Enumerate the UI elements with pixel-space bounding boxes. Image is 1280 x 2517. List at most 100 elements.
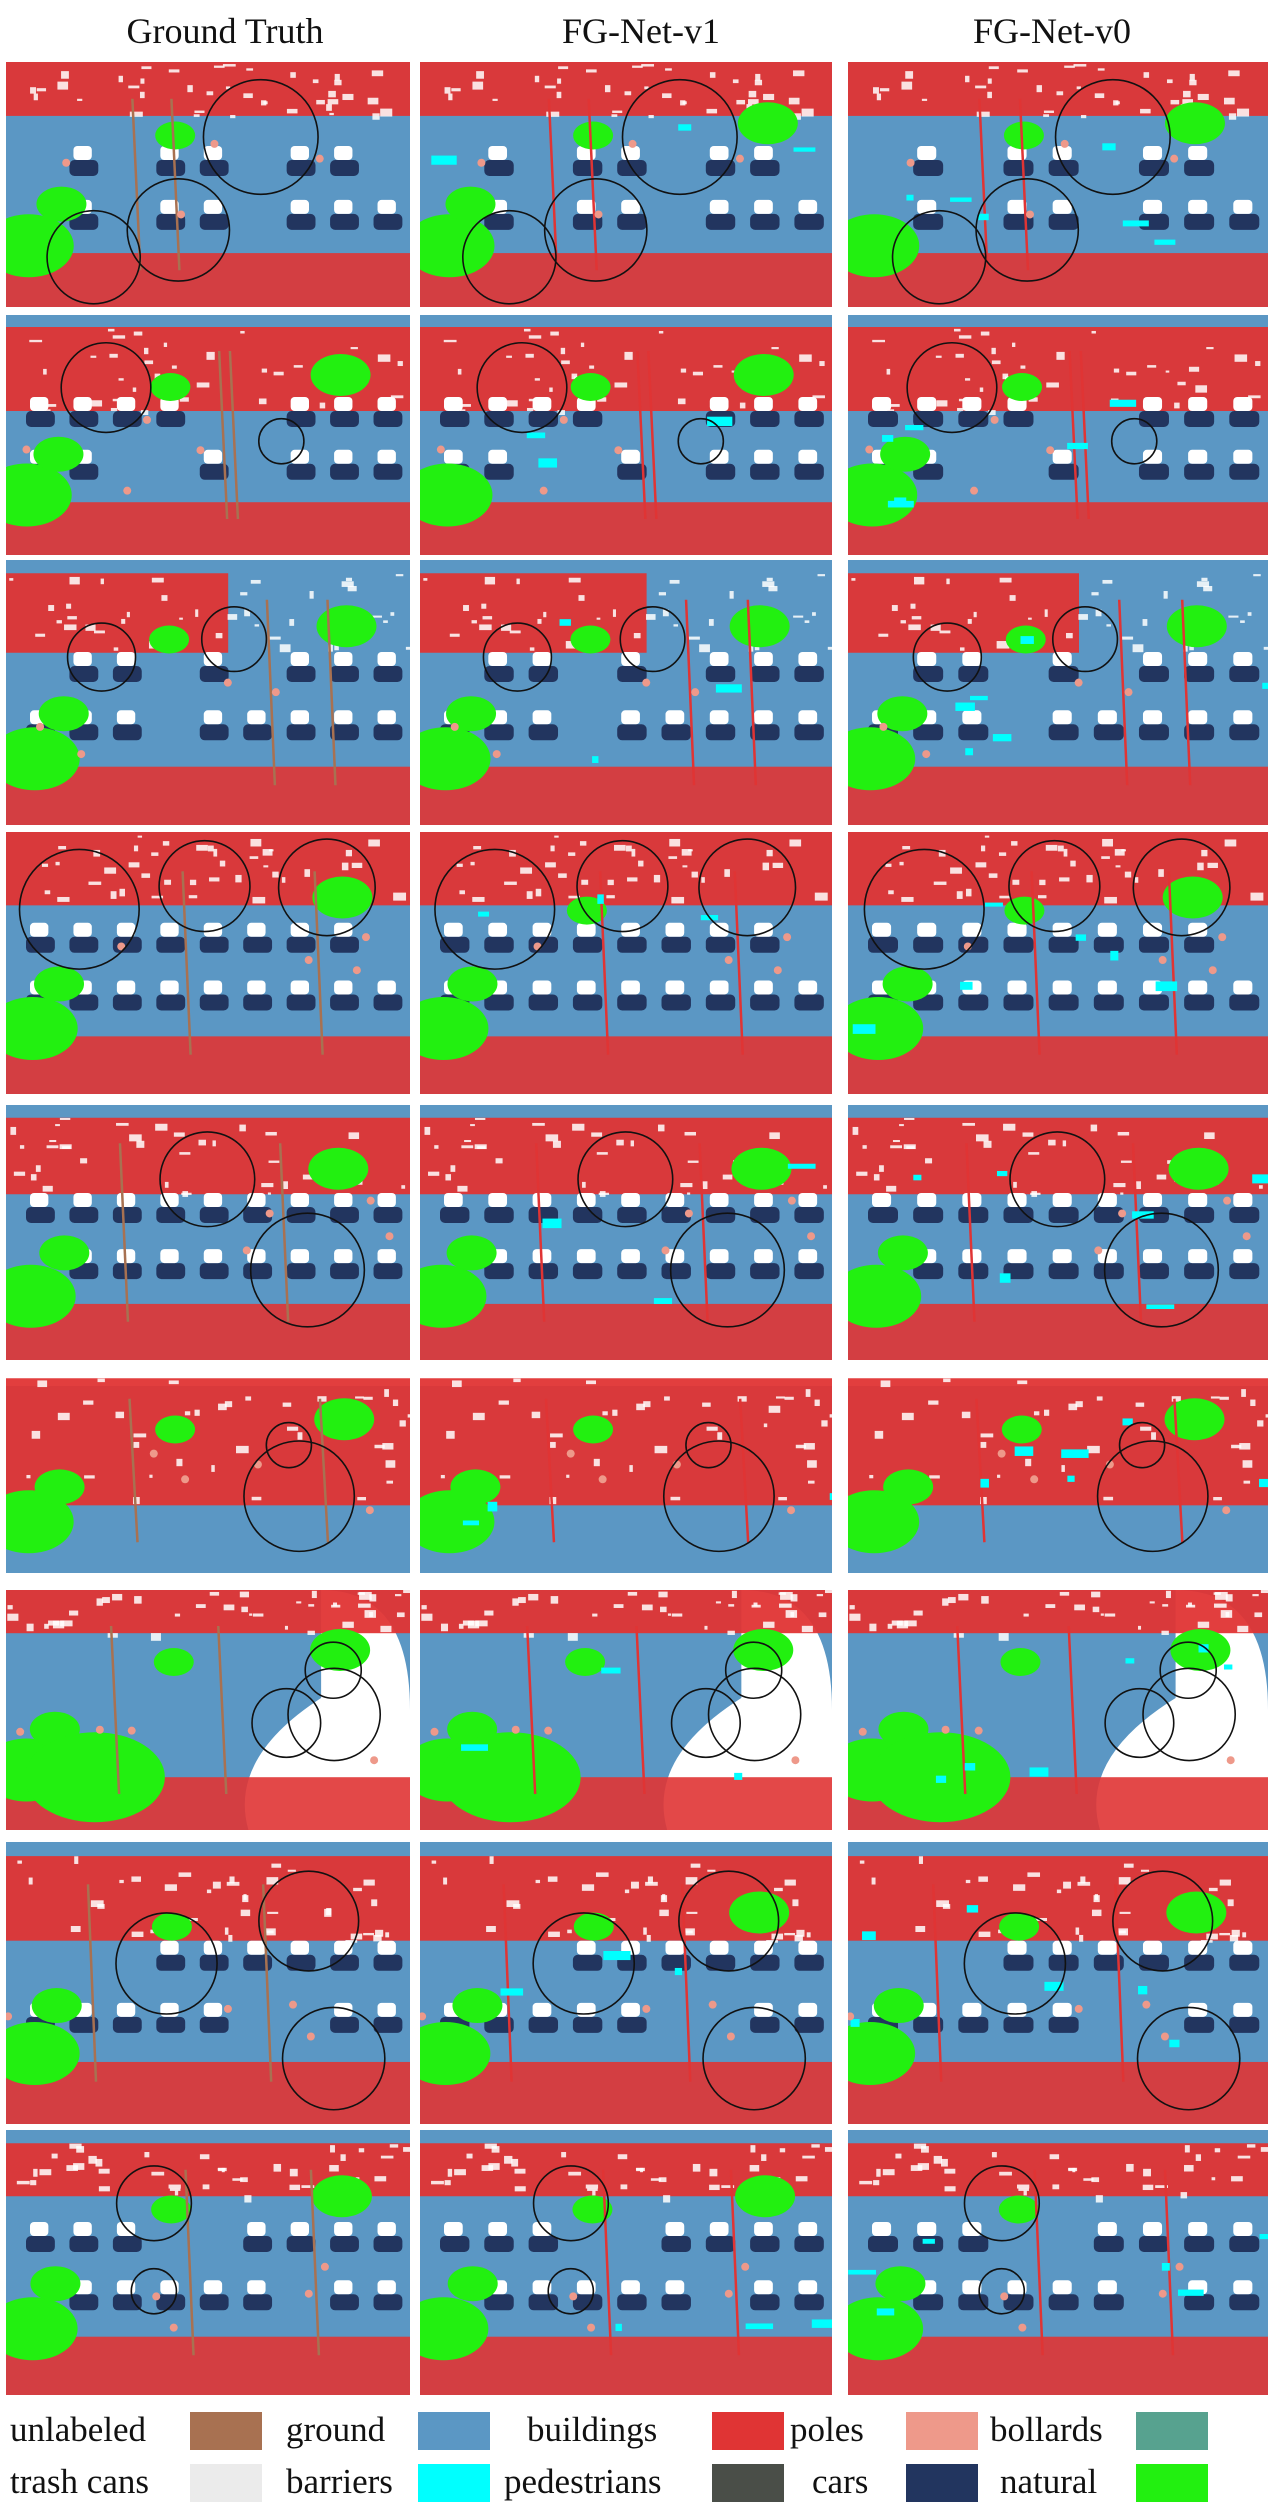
unlabeled-speck	[668, 856, 678, 859]
car	[750, 160, 780, 176]
unlabeled-speck	[48, 605, 55, 611]
barrier	[334, 922, 353, 937]
panel-image	[6, 1842, 410, 2124]
unlabeled-speck	[179, 397, 189, 402]
barrier	[621, 922, 640, 937]
panel-row-2-ground-truth	[6, 315, 410, 555]
car	[1003, 936, 1034, 953]
unlabeled-speck	[118, 75, 123, 83]
car	[243, 1207, 273, 1223]
unlabeled-speck	[566, 1474, 570, 1478]
unlabeled-speck	[13, 1171, 26, 1176]
poles-dot	[1226, 1756, 1235, 1765]
barrier	[962, 2280, 982, 2295]
unlabeled-speck	[317, 1396, 327, 1402]
car	[1229, 994, 1260, 1011]
unlabeled-speck	[821, 1420, 828, 1427]
highlight-circle	[1008, 839, 1101, 933]
car	[958, 2016, 989, 2033]
pole	[1114, 1884, 1125, 2082]
barrier	[290, 980, 310, 995]
car	[1048, 724, 1079, 741]
unlabeled-speck	[506, 355, 512, 358]
unlabeled-speck	[377, 354, 391, 362]
barrier	[247, 2280, 266, 2295]
unlabeled-speck	[596, 617, 601, 620]
unlabeled-speck	[630, 1881, 639, 1889]
unlabeled-speck	[892, 1139, 900, 1143]
unlabeled-speck	[1064, 65, 1075, 68]
unlabeled-speck	[667, 1613, 672, 1616]
natural-region	[446, 696, 497, 732]
highlight-circle	[912, 622, 983, 692]
barrier	[1007, 980, 1027, 995]
unlabeled-speck	[852, 1126, 859, 1135]
legend-label-poles: poles	[790, 2410, 864, 2449]
legend-swatch-poles	[906, 2412, 978, 2450]
barrier	[576, 2002, 596, 2017]
legend-label-natural: natural	[1000, 2462, 1098, 2501]
car	[528, 2236, 559, 2252]
unlabeled-speck	[307, 1630, 315, 1635]
unlabeled-speck	[287, 1869, 296, 1872]
unlabeled-speck	[368, 839, 380, 847]
poles-dot	[436, 445, 445, 454]
barrier	[872, 2222, 892, 2236]
barrier	[917, 652, 937, 666]
unlabeled-speck	[33, 2168, 38, 2177]
natural-region	[151, 1912, 192, 1941]
natural-region	[420, 463, 493, 527]
unlabeled-speck	[582, 1181, 586, 1188]
unlabeled-speck	[286, 1426, 299, 1431]
unlabeled-speck	[543, 611, 547, 618]
unlabeled-speck	[591, 1132, 603, 1137]
unlabeled-speck	[1197, 862, 1204, 871]
unlabeled-speck	[1114, 849, 1125, 856]
unlabeled-speck	[814, 892, 828, 901]
car	[1003, 1954, 1034, 1971]
poles-dot	[1000, 2292, 1009, 2301]
barrier	[1233, 2280, 1253, 2295]
unlabeled-speck	[721, 2185, 735, 2188]
unlabeled-speck	[862, 1145, 867, 1149]
natural-region	[998, 2195, 1039, 2224]
panel-row-1-fg-net-v0	[848, 62, 1268, 307]
highlight-circle	[159, 1131, 256, 1228]
unlabeled-speck	[891, 1620, 903, 1626]
unlabeled-speck	[709, 72, 716, 78]
car	[617, 463, 647, 480]
pole	[118, 1143, 130, 1322]
unlabeled-speck	[491, 2146, 500, 2153]
barrier	[1052, 922, 1072, 937]
barrier	[160, 980, 179, 995]
highlight-circle	[1118, 1421, 1166, 1469]
panel-image	[848, 1590, 1268, 1830]
unlabeled-speck	[556, 91, 562, 99]
panel-image	[848, 832, 1268, 1094]
unlabeled-speck	[731, 370, 736, 373]
unlabeled-speck	[132, 387, 137, 392]
panel-image	[848, 560, 1268, 825]
unlabeled-speck	[1012, 879, 1020, 885]
car	[617, 2294, 647, 2311]
unlabeled-speck	[1225, 1611, 1230, 1617]
unlabeled-speck	[754, 79, 763, 86]
highlight-circle	[18, 848, 140, 970]
barrier	[798, 1940, 818, 1955]
unlabeled-speck	[472, 81, 484, 90]
unlabeled-speck	[973, 611, 977, 618]
highlight-circle	[257, 417, 305, 465]
highlight-circle	[258, 1870, 360, 1972]
poles-dot	[1018, 2323, 1027, 2332]
unlabeled-speck	[988, 66, 999, 70]
unlabeled-speck	[109, 353, 118, 358]
unlabeled-speck	[399, 1420, 406, 1427]
unlabeled-speck	[48, 1620, 60, 1626]
unlabeled-speck	[761, 2154, 767, 2161]
unlabeled-speck	[762, 581, 775, 587]
unlabeled-speck	[1180, 2192, 1188, 2199]
unlabeled-speck	[164, 1181, 169, 1188]
pedestrians-artifact	[970, 695, 988, 701]
unlabeled-speck	[823, 1185, 827, 1189]
unlabeled-speck	[187, 85, 193, 93]
